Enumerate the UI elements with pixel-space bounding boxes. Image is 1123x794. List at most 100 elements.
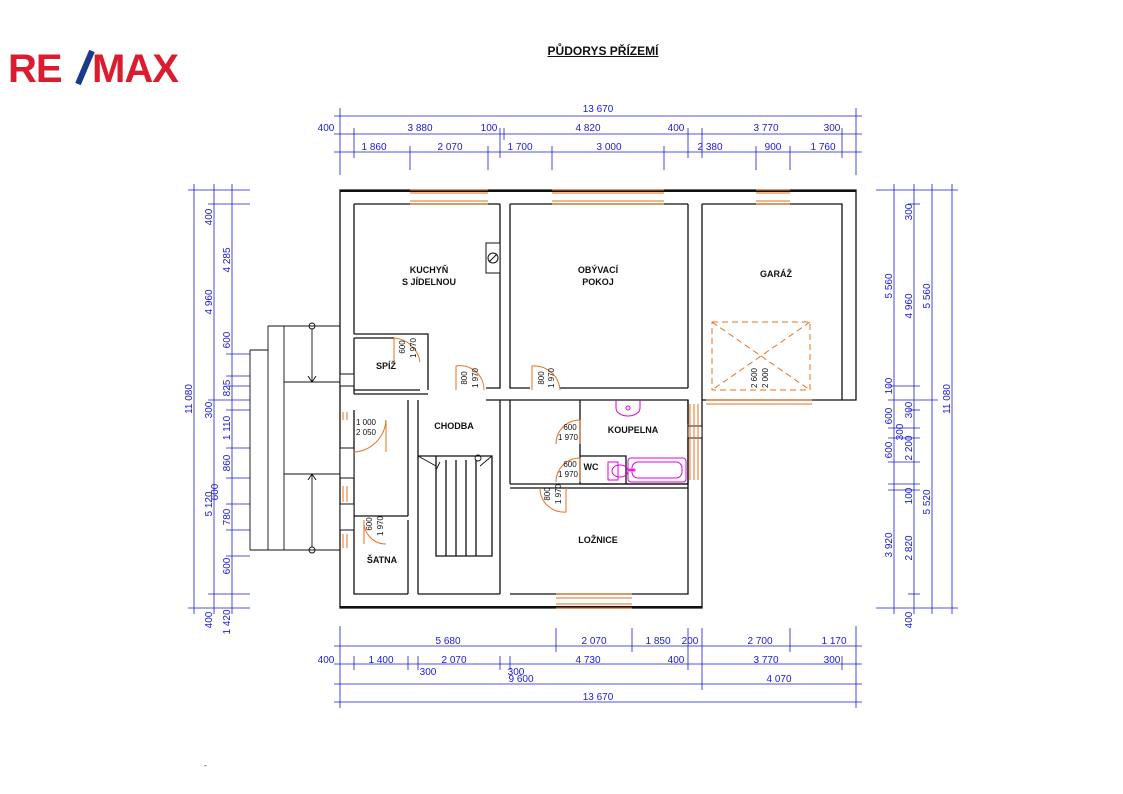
dim-right-c2: 300 (904, 401, 915, 418)
door-loznice-width: 800 (543, 487, 552, 501)
dim-top-r3: 1 860 (361, 142, 386, 153)
dim-bottom-r2: 400 (318, 655, 335, 666)
door-wc-width: 600 (563, 460, 577, 469)
stair (417, 454, 493, 471)
dim-right-c2: 2 200 (904, 435, 915, 460)
door-satna-width: 600 (365, 517, 374, 531)
dim-left-c2: 5 120 (204, 491, 215, 516)
dim-right-c2: 400 (904, 611, 915, 628)
dim-top-r2: 4 820 (575, 123, 600, 134)
dim-bottom-r1: 1 850 (645, 636, 670, 647)
dims-top: 13 670 400 3 880 100 4 820 400 3 770 300… (318, 104, 841, 153)
footnote: - (204, 761, 207, 770)
dim-left-c3: 400 (204, 208, 215, 225)
remax-logo: RE MAX (8, 48, 180, 88)
dim-left-c3: 1 110 (222, 415, 233, 440)
dim-top-r2: 400 (318, 123, 335, 134)
door-kuchyn-width: 800 (460, 371, 469, 385)
door-garaz-height: 2 000 (761, 367, 770, 388)
dim-left-c3: 600 (210, 483, 221, 500)
dim-bottom-r1: 5 680 (435, 636, 460, 647)
room-koupelna: KOUPELNA (608, 425, 659, 435)
door-kuchyn-height: 1 970 (471, 367, 480, 388)
door-labels: 600 1 970 800 1 970 800 1 970 1 000 2 05… (356, 337, 770, 536)
door-spiz-width: 600 (398, 340, 407, 354)
door-loznice-height: 1 970 (554, 483, 563, 504)
dim-right-c2: 100 (884, 377, 895, 394)
dim-top-r2: 3 770 (753, 123, 778, 134)
dim-bottom-r2: 400 (668, 655, 685, 666)
dim-bottom-r1: 1 170 (821, 636, 846, 647)
dim-top-r3: 3 000 (596, 142, 621, 153)
dim-right-c2: 300 (904, 203, 915, 220)
walls (339, 189, 857, 609)
entry-terrace (249, 322, 340, 554)
dim-right-c1: 5 560 (884, 273, 895, 298)
dim-right-c1: 3 920 (884, 532, 895, 557)
dim-left-c3: 1 420 (222, 609, 233, 634)
dim-right-c2: 300 (895, 423, 906, 440)
dim-left-c3: 780 (222, 508, 233, 525)
dim-right-c2: 600 (884, 407, 895, 424)
dim-left-c3: 860 (222, 454, 233, 471)
dim-top-total: 13 670 (583, 104, 614, 115)
room-obyvaci-pokoj: POKOJ (582, 277, 614, 287)
door-koupelna-height: 1 970 (558, 433, 579, 442)
dim-bottom-r1: 2 700 (747, 636, 772, 647)
dim-bottom-r2: 2 070 (441, 655, 466, 666)
dim-left-c3: 4 285 (222, 247, 233, 272)
door-entry-height: 2 050 (356, 428, 377, 437)
dim-right-c2: 2 820 (904, 535, 915, 560)
dim-left-c3: 400 (204, 611, 215, 628)
doors (353, 337, 581, 545)
room-labels: KUCHYŇ S JÍDELNOU OBÝVACÍ POKOJ GARÁŽ SP… (367, 264, 793, 565)
room-spiz: SPÍŽ (376, 360, 397, 371)
room-obyvaci-pokoj: OBÝVACÍ (578, 264, 619, 275)
room-chodba: CHODBA (434, 421, 474, 431)
svg-text:MAX: MAX (92, 48, 179, 88)
door-obyvak-height: 1 970 (547, 367, 556, 388)
door-garaz-width: 2 600 (750, 367, 759, 388)
dim-left-c3: 600 (222, 331, 233, 348)
door-entry-width: 1 000 (356, 418, 377, 427)
dim-top-r2: 3 880 (407, 123, 432, 134)
dim-right-c2: 600 (884, 441, 895, 458)
dim-top-r3: 2 380 (697, 142, 722, 153)
room-loznice: LOŽNICE (578, 534, 618, 545)
dim-right-c3: 5 560 (922, 283, 933, 308)
dim-bottom-r2: 300 (824, 655, 841, 666)
door-spiz-height: 1 970 (409, 337, 418, 358)
columns (339, 242, 703, 531)
dim-left-total: 11 080 (184, 384, 195, 414)
dims-left: 11 080 4 960 5 120 400 4 285 600 825 300… (184, 208, 233, 634)
dims-bottom: 5 680 2 070 1 850 200 2 700 1 170 400 1 … (318, 636, 847, 703)
dim-left-c2: 4 960 (204, 289, 215, 314)
dim-left-c3: 600 (222, 557, 233, 574)
room-wc: WC (584, 462, 599, 472)
chimney-icon (487, 252, 499, 264)
dim-bottom-r2b: 300 (420, 667, 437, 678)
dim-bottom-r2: 4 730 (575, 655, 600, 666)
dim-bottom-r3: 4 070 (766, 674, 791, 685)
dim-top-r3: 900 (765, 142, 782, 153)
dim-left-c3: 825 (222, 379, 233, 396)
dim-bottom-r3: 9 600 (508, 674, 533, 685)
room-satna: ŠATNA (367, 554, 398, 565)
dim-top-r3: 2 070 (437, 142, 462, 153)
room-garaz: GARÁŽ (760, 268, 792, 279)
door-koupelna-width: 600 (563, 423, 577, 432)
room-kuchyn: S JÍDELNOU (402, 277, 456, 287)
dim-top-r2: 100 (481, 123, 498, 134)
door-obyvak-width: 800 (537, 371, 546, 385)
garage-door (706, 321, 812, 405)
dim-right-total: 11 080 (942, 384, 953, 414)
dim-right-c2: 100 (904, 487, 915, 504)
dims-right: 5 560 3 920 300 4 960 100 300 600 300 60… (884, 203, 953, 628)
dimension-lines (188, 108, 958, 708)
dim-right-c2: 4 960 (904, 293, 915, 318)
bath-fixtures (607, 400, 687, 483)
windows (342, 189, 790, 609)
dim-bottom-total: 13 670 (583, 692, 614, 703)
dim-bottom-r2b: 300 (508, 667, 525, 678)
